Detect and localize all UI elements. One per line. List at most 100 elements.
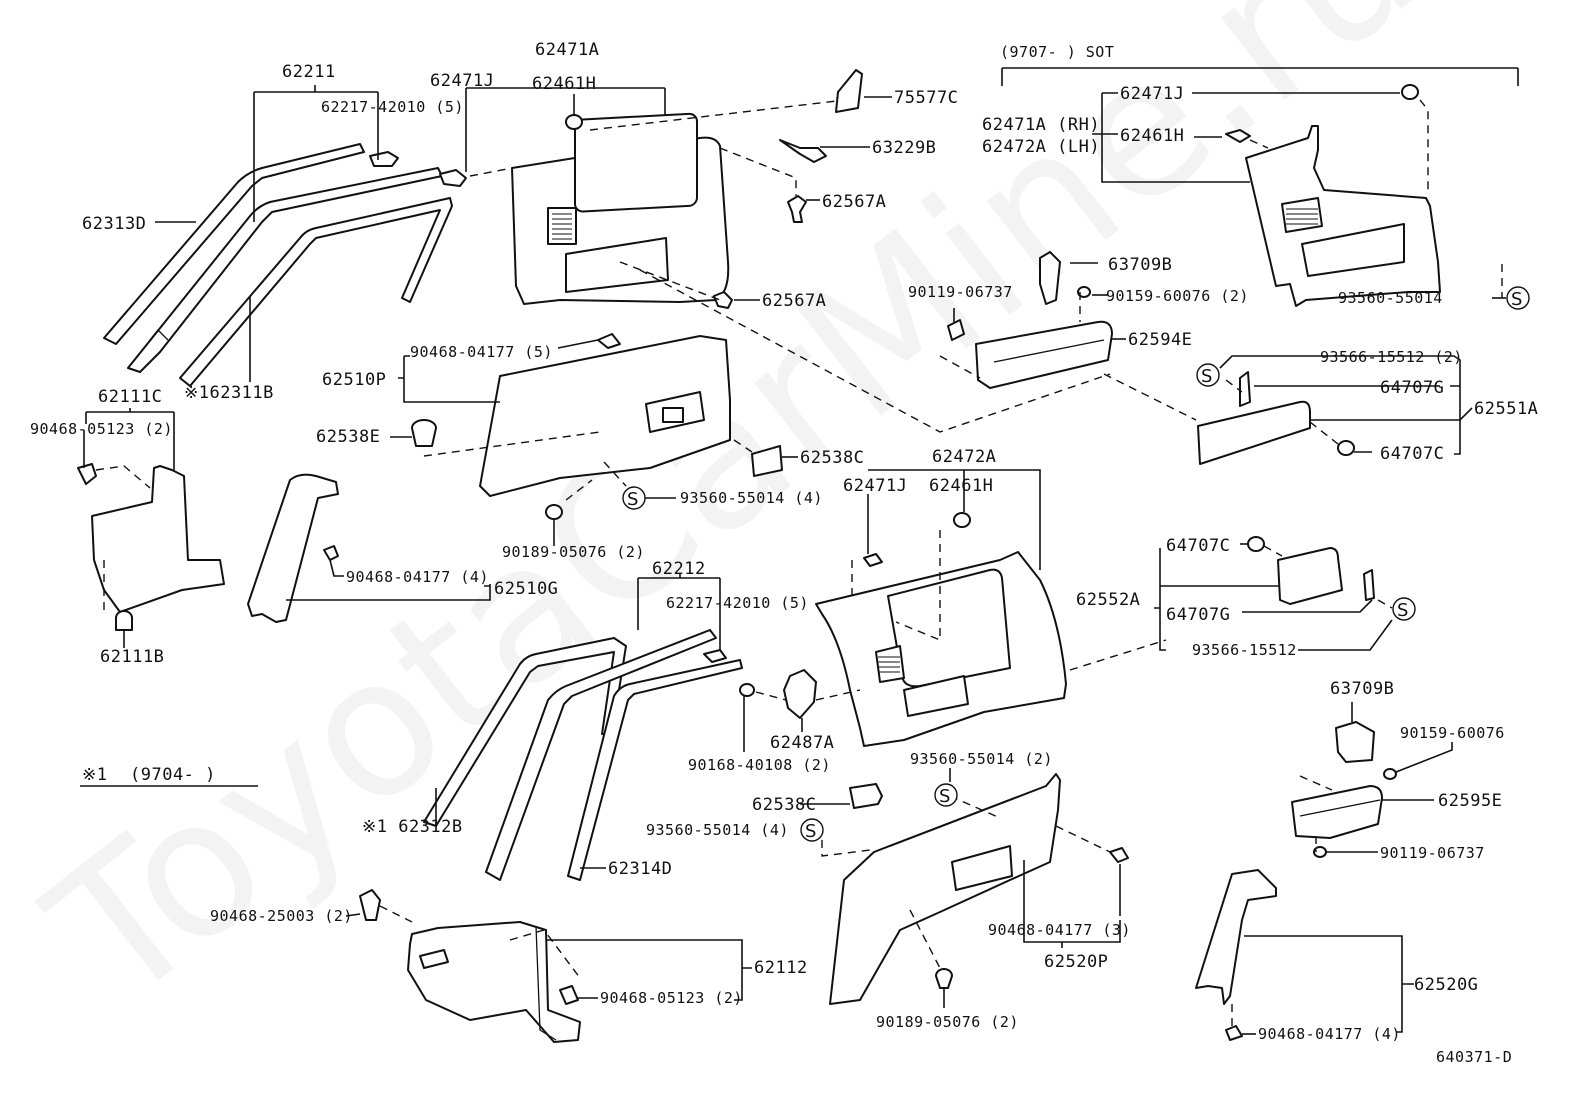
label-90468-25003: 90468-25003 (2) — [210, 907, 353, 925]
group-62471A-upper-trim — [511, 69, 1111, 433]
service-symbol-62510P: S — [622, 486, 646, 510]
label-62313D: 62313D — [82, 214, 146, 234]
label-62471J-mid: 62471J — [843, 476, 907, 496]
label-63709B-bot: 63709B — [1330, 679, 1394, 699]
label-62314D: 62314D — [608, 859, 672, 879]
service-symbol-sot: S — [1506, 286, 1530, 310]
clip-62461H-mid-icon — [953, 512, 971, 528]
service-symbol-62551A: S — [1196, 363, 1220, 387]
label-62471A-top: 62471A — [535, 40, 599, 60]
group-62212-weatherstrip — [423, 574, 743, 881]
label-62471J-top: 62471J — [430, 71, 494, 91]
label-62461H-top: 62461H — [532, 74, 596, 94]
label-64707C-top: 64707C — [1380, 444, 1444, 464]
group-sot-trim — [1001, 67, 1519, 307]
label-93560-2: 93560-55014 (2) — [910, 750, 1053, 768]
label-63709B-top: 63709B — [1108, 255, 1172, 275]
label-90159-bot: 90159-60076 — [1400, 724, 1505, 742]
bolt-90119-icon — [947, 319, 965, 341]
svg-text:S: S — [805, 821, 816, 842]
label-62510P: 62510P — [322, 370, 386, 390]
clip-90468-04177-icon — [597, 333, 621, 349]
label-62595E: 62595E — [1438, 791, 1502, 811]
label-62212: 62212 — [652, 559, 706, 579]
clip-64707C-icon — [1337, 440, 1355, 456]
label-62538E: 62538E — [316, 427, 380, 447]
group-62510P-trim — [390, 333, 798, 546]
svg-text:S: S — [1201, 366, 1212, 387]
svg-text:S: S — [627, 489, 638, 510]
label-sot-range: (9707- ) SOT — [1000, 43, 1114, 61]
label-90189-top: 90189-05076 (2) — [502, 543, 645, 561]
label-62112: 62112 — [754, 958, 808, 978]
service-symbol-62552A: S — [1392, 597, 1416, 621]
footnote-mark: ※1 — [82, 765, 107, 785]
group-62595E-box — [1291, 702, 1453, 858]
label-93560-sot: 93560-55014 — [1338, 289, 1443, 307]
group-62211-weatherstrip — [103, 85, 666, 387]
label-63229B: 63229B — [872, 138, 936, 158]
label-62461H-sot: 62461H — [1120, 126, 1184, 146]
group-62552A-cover — [1154, 536, 1393, 651]
clip-64707C-mid-icon — [1247, 536, 1265, 552]
clip-62471J-icon — [439, 169, 467, 187]
svg-text:S: S — [1511, 289, 1522, 310]
label-62552A: 62552A — [1076, 590, 1140, 610]
label-75577C: 75577C — [894, 88, 958, 108]
label-62594E: 62594E — [1128, 330, 1192, 350]
clip-62538E-icon — [411, 419, 437, 447]
clip-90468-25003-icon — [359, 889, 381, 921]
label-62510G: 62510G — [494, 579, 558, 599]
label-64707G-mid: 64707G — [1166, 605, 1230, 625]
bracket-63229B-icon — [779, 139, 827, 163]
bracket-63709B-bot-icon — [1335, 721, 1375, 763]
label-62567A-lower: 62567A — [762, 291, 826, 311]
label-90119-bot: 90119-06737 — [1380, 844, 1485, 862]
label-90468-04177-5: 90468-04177 (5) — [410, 343, 553, 361]
label-62111B: 62111B — [100, 647, 164, 667]
bracket-75577C-icon — [835, 69, 863, 113]
bolt-90168-icon — [739, 683, 755, 697]
group-62111C-scuff — [77, 408, 225, 648]
clip-64707G-mid-icon — [1363, 569, 1375, 601]
cover-62487A-icon — [783, 669, 817, 719]
label-62551A: 62551A — [1474, 399, 1538, 419]
group-62520P-trim — [800, 768, 1129, 1008]
group-62487A-cover — [739, 669, 861, 752]
clip-62217-mid-icon — [703, 649, 727, 663]
label-90119-top: 90119-06737 — [908, 283, 1013, 301]
label-62461H-mid: 62461H — [929, 476, 993, 496]
label-64707C-mid: 64707C — [1166, 536, 1230, 556]
svg-text:S: S — [1397, 600, 1408, 621]
label-62538C-top: 62538C — [800, 448, 864, 468]
bolt-90159-bot-icon — [1383, 768, 1397, 780]
group-62112-trim — [345, 889, 752, 1043]
label-62211: 62211 — [282, 62, 336, 82]
label-62472A: 62472A — [932, 447, 996, 467]
service-symbol-62520P-top: S — [934, 783, 958, 807]
clip-62111B-icon — [115, 610, 133, 631]
clip-64707G-icon — [1239, 371, 1251, 407]
bracket-63709B-icon — [1039, 251, 1061, 305]
clip-62538C-bot-icon — [849, 783, 883, 809]
label-62111C: 62111C — [98, 387, 162, 407]
label-62217-42010-top: 62217-42010 (5) — [321, 98, 464, 116]
label-62311B: ※162311B — [184, 383, 274, 403]
clip-62471J-mid-icon — [863, 553, 883, 567]
clip-62461H-sot-icon — [1225, 129, 1251, 143]
label-64707G-top: 64707G — [1380, 378, 1444, 398]
clip-90189-top-icon — [545, 504, 563, 520]
label-90159-top: 90159-60076 (2) — [1106, 287, 1249, 305]
label-90468-05123: 90468-05123 (2) — [30, 420, 173, 438]
group-62472A-trim — [815, 469, 1167, 747]
label-90468-04177-3: 90468-04177 (3) — [988, 921, 1131, 939]
group-62520G-pillar — [1195, 869, 1414, 1041]
svg-text:S: S — [939, 786, 950, 807]
label-93560-4-top: 93560-55014 (4) — [680, 489, 823, 507]
label-90189-bot: 90189-05076 (2) — [876, 1013, 1019, 1031]
clip-90468-05123-bot-icon — [559, 985, 579, 1005]
label-62520P: 62520P — [1044, 952, 1108, 972]
label-62471J-sot: 62471J — [1120, 84, 1184, 104]
group-62510G-pillar — [247, 473, 491, 623]
